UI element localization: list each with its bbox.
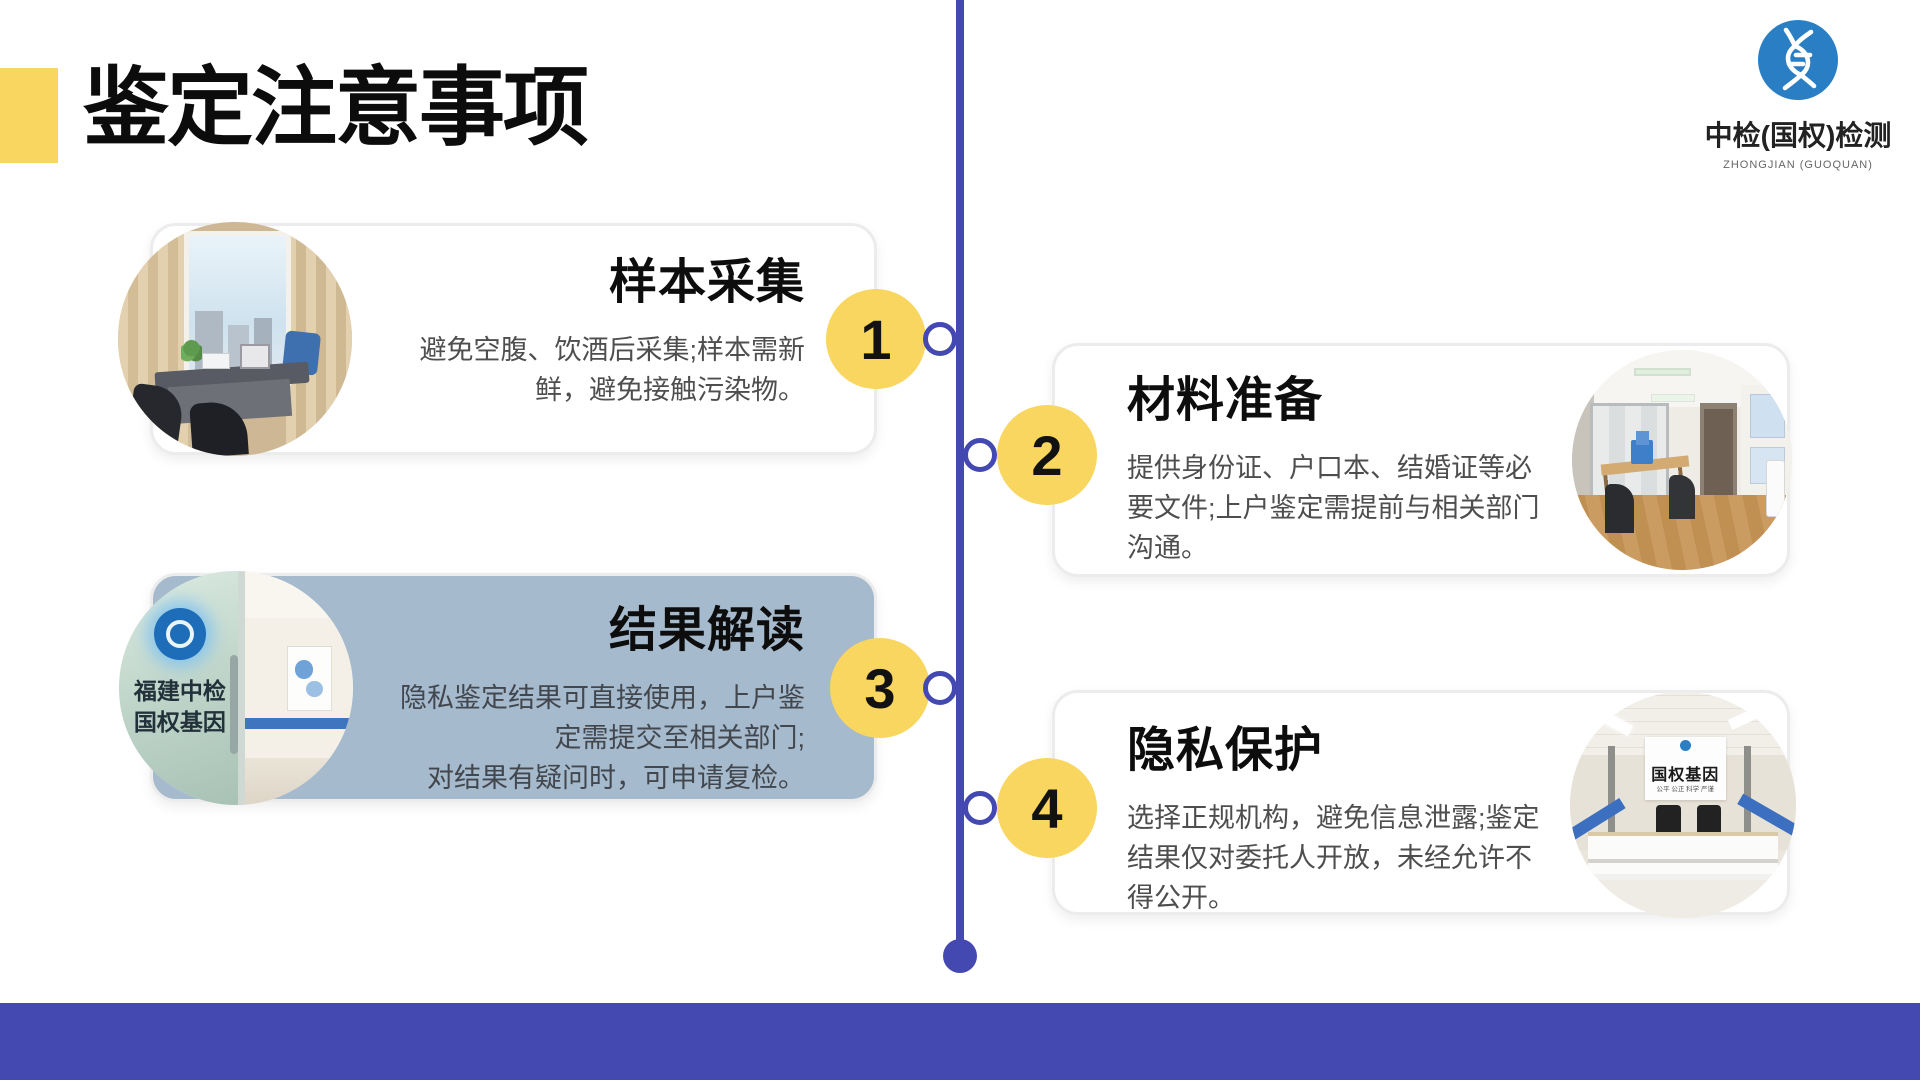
timeline-node-1 [923,322,957,356]
step-2-title: 材料准备 [1127,374,1324,427]
step-3-body: 隐私鉴定结果可直接使用，上户鉴定需提交至相关部门; 对结果有疑问时，可申请复检。 [400,683,805,793]
step-4-title: 隐私保护 [1127,724,1324,777]
photo-consultation-office [118,222,352,456]
photo-reception-desk: 国权基因 公平 公正 科学 严谨 [1570,692,1796,918]
logo-name-en: ZHONGJIAN (GUOQUAN) [1723,159,1873,171]
step-4-number-badge: 4 [997,758,1097,858]
timeline-node-4 [963,791,997,825]
reception-sign-subtext: 公平 公正 科学 严谨 [1656,785,1714,793]
dna-helix-icon [1758,20,1838,100]
company-logo: 中检(国权)检测 ZHONGJIAN (GUOQUAN) [1680,20,1916,171]
timeline-node-3 [923,671,957,705]
title-accent-block [0,68,58,163]
footer-bar [0,1003,1920,1080]
page-title: 鉴定注意事项 [83,60,589,156]
step-4-body: 选择正规机构，避免信息泄露;鉴定结果仅对委托人开放，未经允许不得公开。 [1127,803,1540,913]
logo-name-zh: 中检(国权)检测 [1704,120,1892,151]
step-3-title: 结果解读 [608,604,805,657]
timeline-line [956,0,964,956]
step-2-body: 提供身份证、户口本、结婚证等必要文件;上户鉴定需提前与相关部门沟通。 [1127,453,1540,563]
step-3-number-badge: 3 [830,638,930,738]
photo-office-room [1572,350,1792,570]
timeline-node-2 [963,438,997,472]
reception-sign-text: 国权基因 [1651,767,1720,785]
door-sign-text: 福建中检 国权基因 [133,678,226,736]
photo-glass-door-entrance: 福建中检 国权基因 [119,571,353,805]
step-1-title: 样本采集 [608,256,805,309]
step-1-number-badge: 1 [826,289,926,389]
step-1-body: 避免空腹、饮酒后采集;样本需新鲜，避免接触污染物。 [419,335,805,405]
step-2-number-badge: 2 [997,405,1097,505]
timeline-end-dot [943,939,977,973]
